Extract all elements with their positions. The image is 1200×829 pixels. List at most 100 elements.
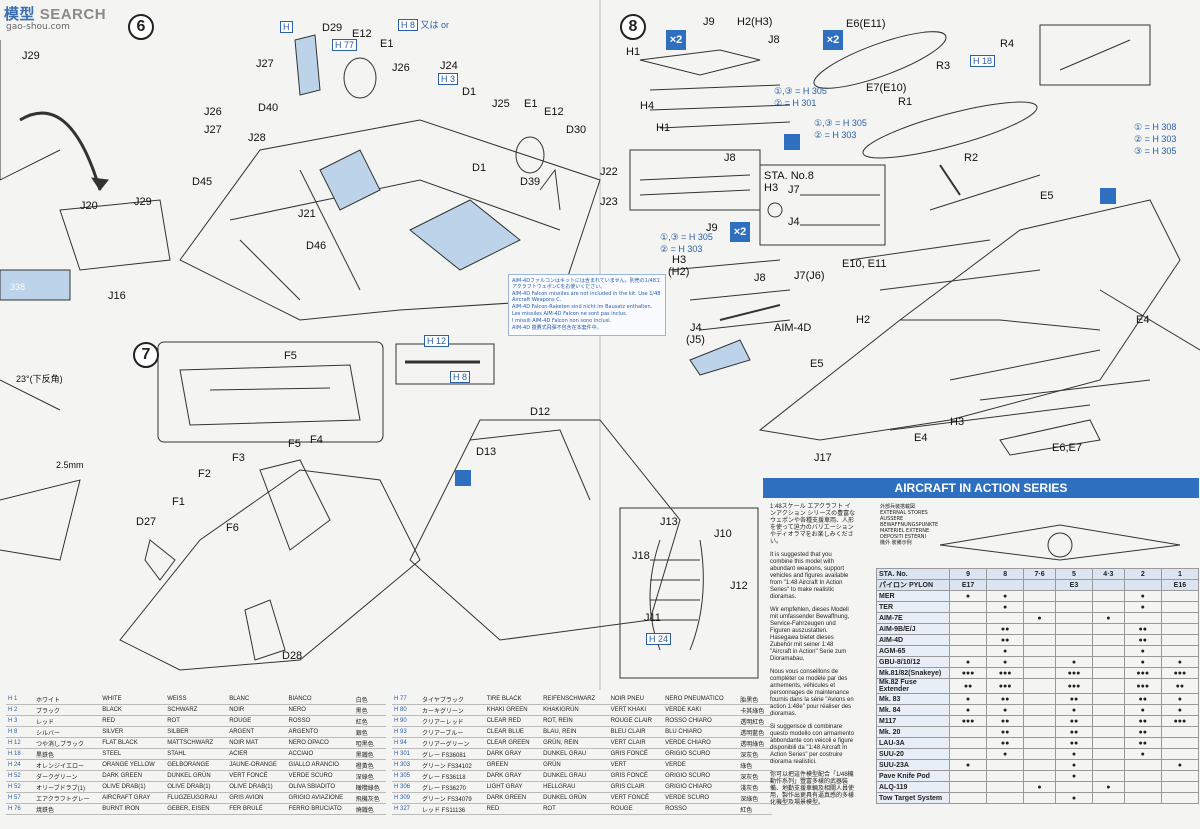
part-label: J17 — [814, 452, 832, 464]
pylon-cell: ● — [1054, 792, 1094, 804]
paint-code-callout: H 18 — [970, 55, 996, 67]
pylon-cell: ● — [1054, 759, 1094, 771]
pylon-cell — [986, 781, 1025, 793]
part-label: J4 — [690, 322, 702, 334]
quantity-x2-badge: ×2 — [666, 30, 686, 50]
paint-cell: 燒鐵色 — [353, 803, 386, 815]
pylon-row: Pave Knife Pod● — [876, 770, 1200, 782]
paint-cell: STEEL — [100, 748, 166, 760]
paint-code-callout: H 12 — [424, 335, 450, 347]
pylon-cell: ●● — [1054, 715, 1094, 727]
paint-cell: DARK GREEN — [100, 770, 166, 782]
part-label: J26 — [392, 62, 410, 74]
pylon-cell: ●●● — [986, 667, 1025, 679]
color-callout: ② = H 301 — [774, 98, 817, 108]
pylon-cell — [1092, 726, 1125, 738]
pylon-cell — [1123, 759, 1162, 771]
part-label: H3 — [764, 182, 779, 194]
pylon-cell — [1092, 792, 1125, 804]
pylon-cell: M117 — [876, 715, 950, 727]
paint-cell: 橙黃色 — [353, 759, 386, 771]
part-label: J24 — [440, 60, 458, 72]
pylon-cell: ●●● — [948, 667, 988, 679]
part-label: H3 — [672, 254, 687, 266]
step-number-6: 6 — [128, 14, 154, 40]
pylon-cell: ● — [1160, 656, 1200, 668]
paint-cell: つや消しブラック — [34, 737, 101, 749]
paint-cell: RED — [100, 715, 166, 727]
paint-cell: 橄欖綠色 — [353, 781, 386, 793]
paint-cell: H 94 — [392, 737, 420, 749]
pylon-cell — [948, 634, 988, 646]
paint-cell: H 52 — [6, 770, 34, 782]
part-label: H3 — [950, 416, 965, 428]
pylon-cell: ● — [1054, 748, 1094, 760]
paint-cell: GRIS CLAIR — [608, 781, 664, 793]
paint-cell: BLAU, REIN — [541, 726, 609, 738]
paint-cell: NOIR MAT — [227, 737, 287, 749]
paint-cell: H 77 — [392, 694, 420, 705]
pylon-cell: ●● — [986, 623, 1025, 635]
pylon-cell: パイロン PYLON — [876, 579, 950, 591]
paint-cell: 透明綠色 — [738, 737, 772, 749]
pylon-cell: ● — [1123, 590, 1162, 602]
paint-cell: GEBER, EISEN — [165, 803, 228, 815]
paint-cell: ACIER — [227, 748, 287, 760]
paint-cell: GRÜN — [541, 759, 609, 771]
part-label: E5 — [810, 358, 824, 370]
paint-cell: 深綠色 — [738, 792, 772, 804]
paint-cell: MATTSCHWARZ — [165, 737, 228, 749]
part-label: J22 — [600, 166, 618, 178]
pylon-cell — [1092, 678, 1125, 694]
part-label: R1 — [898, 96, 913, 108]
pylon-cell — [1160, 590, 1200, 602]
pylon-cell — [1160, 634, 1200, 646]
paint-cell: GRIGIO CHIARO — [663, 781, 739, 793]
color-callout: ①,③ = H 305 — [814, 118, 867, 128]
paint-cell: 深灰色 — [738, 748, 772, 760]
paint-cell: GRIGIO SCURO — [663, 770, 739, 782]
part-label: J27 — [204, 124, 222, 136]
paint-cell: オレンジイエロー — [34, 759, 101, 771]
part-label: D1 — [462, 86, 477, 98]
paint-cell: HELLGRAU — [541, 781, 609, 793]
paint-cell: GREEN — [484, 759, 542, 771]
part-label: J11 — [644, 612, 661, 624]
paint-cell: SILVER — [100, 726, 166, 738]
pylon-cell: ● — [1123, 704, 1162, 716]
paint-cell: NERO PNEUMATICO — [663, 694, 739, 705]
paint-cell: GRIGIO AVIAZIONE — [286, 792, 354, 804]
part-label: D39 — [520, 176, 541, 188]
paint-cell: グレー FS36118 — [420, 770, 485, 782]
pylon-row: Mk.82 Fuse Extender●●●●●●●●●●●●● — [876, 678, 1200, 694]
pylon-cell: ●● — [986, 634, 1025, 646]
pylon-row: M117●●●●●●●●●●●● — [876, 715, 1200, 727]
pylon-cell: STA. No. — [876, 568, 950, 580]
paint-cell: ROSSO — [286, 715, 354, 727]
paint-cell: カーキグリーン — [420, 704, 485, 716]
pylon-cell: 7·6 — [1023, 568, 1056, 580]
paint-cell: WEISS — [165, 694, 228, 705]
paint-cell: NERO OPACO — [286, 737, 354, 749]
pylon-row: MER●●● — [876, 590, 1200, 602]
pylon-cell — [1092, 623, 1125, 635]
paint-cell: 紅色 — [738, 803, 772, 815]
paint-cell: H 93 — [392, 726, 420, 738]
paint-cell: DARK GRAY — [484, 748, 542, 760]
pylon-cell: SUU-20 — [876, 748, 950, 760]
paint-cell: クリアーグリーン — [420, 737, 485, 749]
paint-cell: OLIVE DRAB(1) — [100, 781, 166, 793]
pylon-cell: MER — [876, 590, 950, 602]
pylon-cell — [948, 748, 988, 760]
pylon-cell — [1092, 704, 1125, 716]
pylon-cell — [1160, 601, 1200, 613]
pylon-cell — [1023, 704, 1056, 716]
pylon-cell: ● — [1123, 601, 1162, 613]
paint-cell: VERT FONCÉ — [608, 792, 664, 804]
pylon-row: Mk.81/82(Snakeye)●●●●●●●●●●●●●●● — [876, 667, 1200, 679]
pylon-cell: Mk. 83 — [876, 693, 950, 705]
